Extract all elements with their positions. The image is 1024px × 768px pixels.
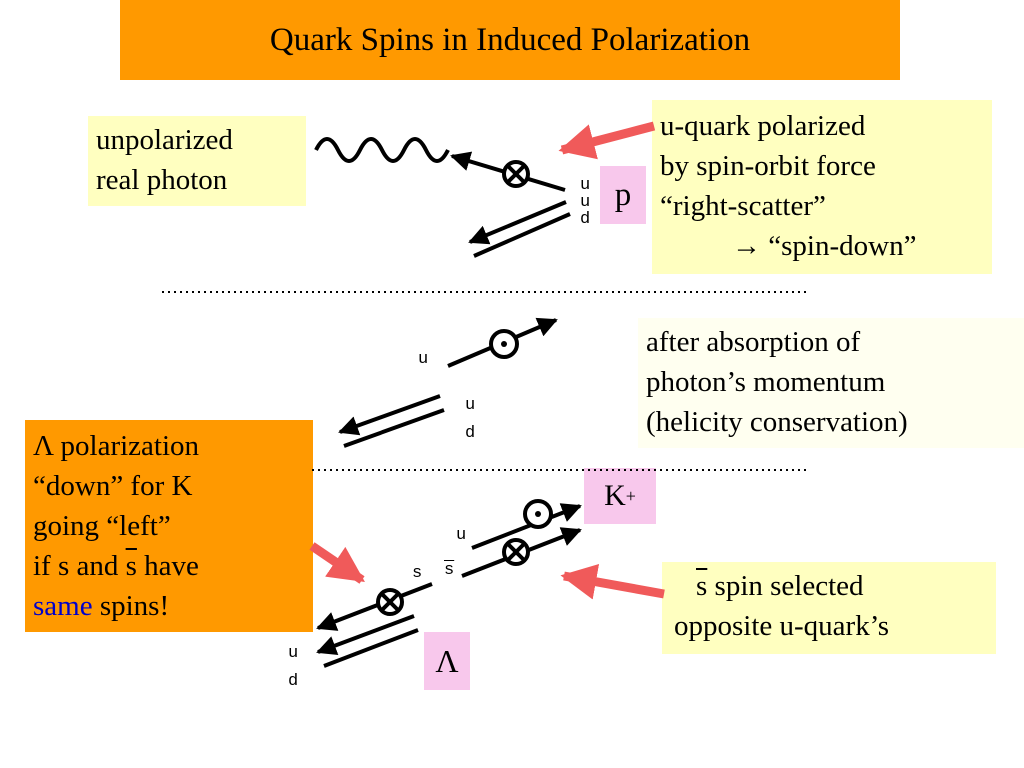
lambda-note-line: if s and s have [33,546,305,586]
absorption-note-box: after absorption of photon’s momentum (h… [638,318,1024,448]
uquark-note-line: → “spin-down” [732,230,917,262]
mid-diquark-line [338,394,441,436]
slide-title: Quark Spins in Induced Polarization [120,0,900,80]
lambda-polarization-box: Λ polarization “down” for K going “left”… [25,420,313,632]
lambda-note-line: same spins! [33,586,305,626]
mid-quark-line [447,317,558,368]
quark-label-u: u [465,396,476,415]
sbar-note-line: s spin selected [674,566,988,606]
lambda-note-line: “down” for K [33,470,193,502]
lambda-pointer-arrow [309,542,365,584]
kaon-sbar-line [461,527,582,578]
photon-wave [314,137,450,163]
kaon-symbol: K [604,479,626,512]
quark-label-u: u [580,176,591,195]
sbar-symbol: s [696,570,708,602]
quark-label-d: d [580,210,591,229]
lambda-note-line: Λ polarization [33,430,200,462]
uquark-pointer-arrow [558,121,656,160]
lambda-label: Λ [424,632,470,690]
same-emphasis: same [33,590,93,622]
quark-label-u: u [456,526,467,545]
quark-label-d: d [288,672,299,691]
sbar-note-box: s spin selected opposite u-quark’s [662,562,996,654]
lambda-note-line: going “left” [33,510,171,542]
lambda-symbol: Λ [435,643,459,679]
sbar-pointer-arrow [560,564,665,600]
photon-label-line: unpolarized [96,124,233,156]
absorption-note-line: (helicity conservation) [646,406,908,438]
absorption-note-line: photon’s momentum [646,366,886,398]
lambda-note-fragment: if s and [33,550,126,582]
kaon-label: K+ [584,468,656,524]
sbar-note-fragment: spin selected [707,570,864,602]
uquark-note-line: by spin-orbit force [660,150,876,182]
quark-label-s: s [412,564,423,583]
quark-label-u: u [418,350,429,369]
spin-into-icon [502,538,530,566]
spin-into-icon [376,588,404,616]
photon-label-box: unpolarized real photon [88,116,306,206]
mid-diquark-line [343,408,445,448]
top-diquark-line [468,200,567,245]
spin-into-icon [502,160,530,188]
quark-label-sbar: s [444,561,455,580]
proton-label: p [600,166,646,224]
proton-symbol: p [614,177,632,213]
lambda-diquark-line [316,614,415,656]
lambda-s-line [316,582,433,631]
quark-label-u: u [580,193,591,212]
lambda-note-fragment: have [136,550,199,582]
lambda-note-fragment: spins! [92,590,170,622]
lambda-diquark-line [323,628,419,668]
quark-label-u: u [288,644,299,663]
top-diquark-line [473,212,571,258]
uquark-note-box: u-quark polarized by spin-orbit force “r… [652,100,992,274]
kaon-charge: + [625,486,636,506]
uquark-note-line: u-quark polarized [660,110,866,142]
photon-label-line: real photon [96,164,228,196]
sbar-symbol: s [125,550,137,582]
top-quark-line [450,151,566,192]
spin-out-icon [523,499,553,529]
absorption-note-line: after absorption of [646,326,861,358]
quark-label-d: d [465,424,476,443]
uquark-note-line: “right-scatter” [660,190,826,222]
spin-out-icon [489,329,519,359]
kaon-u-line [471,503,582,550]
sbar-note-line: opposite u-quark’s [674,610,890,642]
